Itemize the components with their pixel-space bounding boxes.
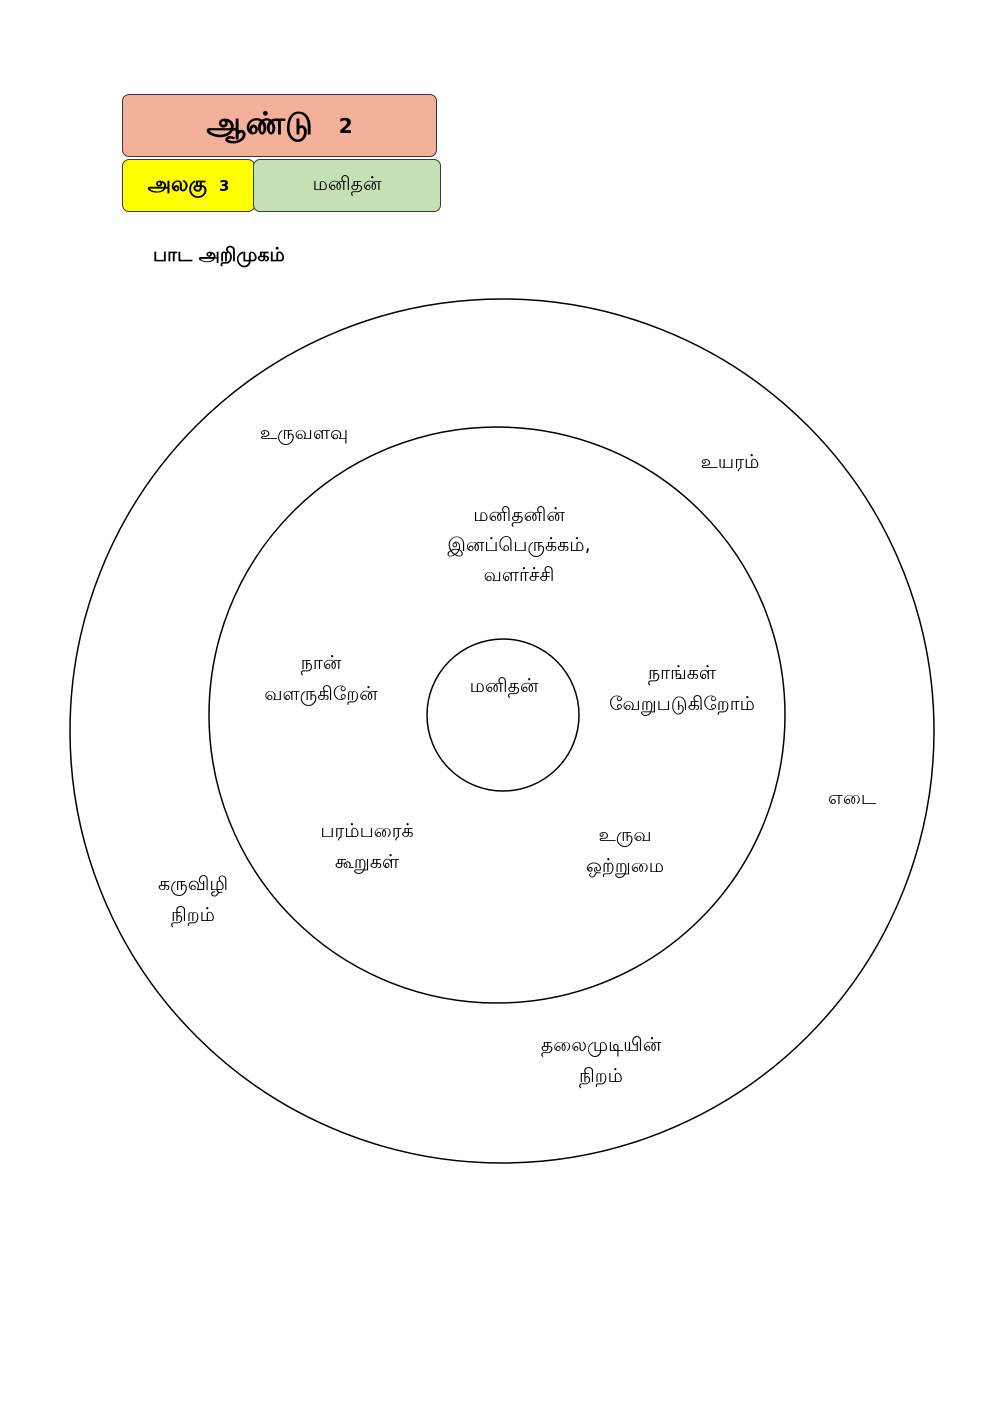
middle-top-line: மனிதனின்	[473, 504, 565, 526]
middle-bottom-right-line: உருவ	[598, 824, 652, 846]
outer-right-label: எடை	[828, 783, 876, 814]
outer-top-left-line: உருவளவு	[259, 422, 349, 444]
year-number: 2	[338, 113, 353, 138]
outer-top-right-line: உயரம்	[700, 451, 760, 473]
outer-circle	[69, 298, 935, 1164]
middle-top-line: இனப்பெருக்கம்,	[447, 534, 591, 556]
center-label: மனிதன்	[470, 671, 539, 702]
middle-left-line: வளருகிறேன்	[264, 683, 378, 705]
outer-bottom-line: நிறம்	[579, 1065, 623, 1087]
year-box: ஆண்டு 2	[122, 94, 437, 157]
outer-right-line: எடை	[828, 787, 876, 809]
center-label-text: மனிதன்	[469, 675, 539, 697]
outer-bottom-left-line: கருவிழி	[157, 873, 229, 895]
middle-right-line: நாங்கள்	[647, 662, 717, 684]
middle-bottom-right-label: உருவ ஒற்றுமை	[586, 820, 664, 882]
outer-top-left-label: உருவளவு	[260, 418, 348, 449]
middle-bottom-left-line: பரம்பரைக்	[320, 820, 414, 842]
outer-bottom-label: தலைமுடியின் நிறம்	[541, 1030, 661, 1092]
outer-bottom-left-line: நிறம்	[171, 904, 215, 926]
middle-right-label: நாங்கள் வேறுபடுகிறோம்	[609, 658, 755, 720]
center-circle	[426, 638, 580, 792]
topic-label: மனிதன்	[312, 173, 382, 195]
middle-left-label: நான் வளருகிறேன்	[264, 648, 377, 710]
unit-number: 3	[218, 176, 230, 195]
middle-bottom-left-line: கூறுகள்	[334, 851, 400, 873]
middle-right-line: வேறுபடுகிறோம்	[609, 693, 755, 715]
year-label: ஆண்டு	[206, 105, 313, 142]
middle-top-label: மனிதனின் இனப்பெருக்கம், வளர்ச்சி	[447, 500, 590, 590]
outer-top-right-label: உயரம்	[701, 447, 760, 478]
middle-left-line: நான்	[300, 652, 342, 674]
middle-bottom-left-label: பரம்பரைக் கூறுகள்	[320, 816, 413, 878]
outer-bottom-left-label: கருவிழி நிறம்	[158, 869, 228, 931]
middle-bottom-right-line: ஒற்றுமை	[585, 855, 665, 877]
outer-bottom-line: தலைமுடியின்	[540, 1034, 662, 1056]
section-title: பாட அறிமுகம்	[153, 244, 285, 266]
middle-top-line: வளர்ச்சி	[483, 564, 555, 586]
topic-box: மனிதன்	[253, 159, 441, 212]
middle-circle	[208, 426, 786, 1004]
unit-label: அலகு	[147, 172, 207, 196]
